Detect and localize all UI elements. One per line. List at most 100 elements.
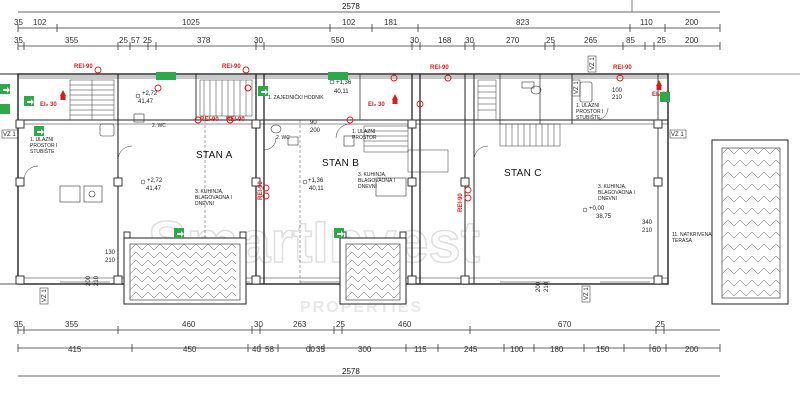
axis-label-2: VZ 1 [671,132,684,138]
top2-dim-16: 25 [657,36,666,45]
bot-dim-1: 35 [14,320,23,329]
top2-dim-13: 25 [546,36,555,45]
bot-dim-9: 25 [656,320,665,329]
dim-b-wc-1: 90 [310,120,317,126]
fire-label-7: REI-90 [258,181,264,200]
fire-label-1: REI-90 [74,64,93,70]
dim-c-window-2: 210 [642,228,653,234]
room-wc-a: 2. WC [152,123,166,129]
top2-dim-9: 30 [410,36,419,45]
level-markers: +2,72 41,47 +2,72 41,47 +1,36 40,11 +1,3… [135,79,623,220]
room-kitchen-c-3: DNEVNI [598,196,617,202]
bot-dim-8: 670 [558,320,572,329]
room-kitchen-c-2: BLAGOVAONA I [598,190,635,196]
bot2-dim-2: 450 [183,345,197,354]
room-entrance-a-2: PROSTOR I [30,143,57,149]
top-dim-3: 1025 [182,18,200,27]
top-total-dim: 2578 [342,2,360,11]
dim-sill-a-2: 210 [94,275,100,286]
room-terrace-2: TERASA [672,238,693,244]
fire-mark-1: EI₂ 30 [40,102,57,108]
top2-dim-15: 85 [626,36,635,45]
level-c-main-1: +0,00 [589,206,605,212]
top2-dim-17: 200 [685,36,699,45]
bot2-dim-1: 415 [68,345,82,354]
room-terrace-1: 11. NATKRIVENA [672,232,712,238]
top-dim-5: 181 [384,18,398,27]
dim-sill-a-1: 200 [86,275,92,286]
top-dim-8: 200 [685,18,699,27]
room-corridor: 1. ZAJEDNIČKI HODNIK [268,94,324,101]
unit-label-c: STAN C [504,168,542,179]
axis-labels: VZ 1 VZ 1 VZ 1 VZ 1 VZ 1 VZ 1 [1,55,687,305]
unit-label-a: STAN A [196,150,233,161]
dim-b-wc-2: 200 [310,128,321,134]
fire-label-2: REI-90 [222,64,241,70]
dim-a-window-1: 130 [105,250,116,256]
exit-signs [0,72,670,238]
terrace-hatch-b [339,237,407,305]
axis-label-4: VZ 1 [42,289,48,302]
fire-mark-2: EI₂ 30 [368,102,385,108]
bot2-dim-6: 35 [316,345,325,354]
top2-dim-12: 270 [506,36,520,45]
top-dim-2: 102 [33,18,47,27]
fire-label-4: REI-90 [613,65,632,71]
top-dim-7: 110 [640,18,653,27]
bot2-dim-9: 245 [464,345,478,354]
unit-label-b: STAN B [322,158,359,169]
bot2-dim-3: 40 [252,345,261,354]
structural-columns [15,119,663,285]
terrace-hatch-a [123,237,247,305]
fire-label-5: REI-90 [200,117,219,123]
top2-dim-1: 35 [14,36,23,45]
top2-dim-3: 25 [119,36,128,45]
bot-dim-2: 355 [65,320,79,329]
dim-c-window-1: 340 [642,220,653,226]
axis-label-3: VZ 1 [590,57,596,70]
bot-dim-6: 25 [336,320,345,329]
dim-sill-b-2: 210 [544,281,550,292]
door-swings [23,107,609,181]
top-dimension-lines: 2578 35 102 1025 102 181 823 110 200 35 … [14,0,721,50]
room-kitchen-c-1: 3. KUHINJA, [598,184,626,190]
bot2-dim-13: 60 [652,345,661,354]
terrace-hatch-c [711,139,789,305]
level-a-top-1: +2,72 [142,91,158,97]
bot2-dim-5: 00 [306,345,315,354]
axis-label-1: VZ 1 [3,132,16,138]
fire-extinguisher-icons [60,80,662,104]
level-b-top-1: +1,36 [336,80,352,86]
top2-dim-11: 30 [465,36,474,45]
room-kitchen-b-2: BLAGOVAONA I [358,178,395,184]
bot-dim-5: 263 [293,320,307,329]
room-kitchen-b-3: DNEVNI [358,184,377,190]
stair-a2 [199,79,253,117]
axis-label-5: VZ 1 [584,287,590,300]
top2-dim-4: 57 [131,36,140,45]
top-dim-4: 102 [342,18,356,27]
level-b-main-2: 40,11 [309,186,324,192]
room-kitchen-a-3: DNEVNI [195,201,214,207]
room-entrance-a-3: STUBIŠTE [30,148,55,155]
bot2-dim-12: 150 [596,345,610,354]
bot2-dim-7: 300 [358,345,372,354]
bottom-dimension-lines: 35 355 460 30 263 25 460 670 25 415 450 … [14,320,721,377]
stair-b [363,125,449,173]
room-entrance-c-3: STUBIŠTE [576,114,601,121]
room-kitchen-a-2: BLAGOVAONA I [195,195,232,201]
bot2-dim-4: 58 [265,345,274,354]
fire-label-3: REI-90 [430,65,449,71]
room-entrance-a-1: 1. ULAZNI [30,137,53,143]
bottom-total-dim: 2578 [342,367,360,376]
exit-sign-icon [328,72,348,80]
level-a-main-1: +2,72 [147,178,163,184]
level-c-main-2: 38,75 [596,214,612,220]
top2-dim-10: 168 [438,36,452,45]
level-c-top-1: 100 [612,88,623,94]
room-entrance-c-1: 1. ULAZNI [576,103,599,109]
dim-a-window-2: 210 [105,258,116,264]
top2-dim-6: 378 [197,36,211,45]
